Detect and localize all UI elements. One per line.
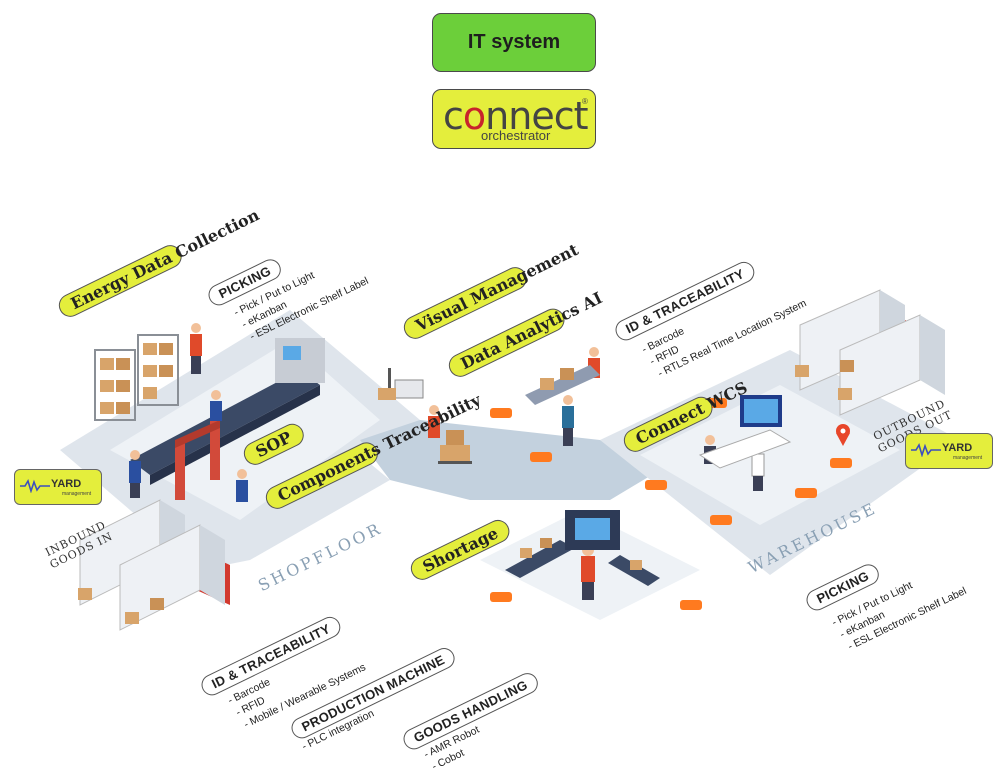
outbound-trucks bbox=[795, 289, 945, 416]
yard-text: YARD bbox=[942, 442, 973, 454]
warehouse-inner bbox=[640, 385, 900, 525]
connect-orchestrator-logo: connect ® orchestrator bbox=[432, 89, 596, 149]
yard-sub: management bbox=[953, 455, 983, 461]
connect-word: connect bbox=[443, 94, 588, 138]
it-system-label: IT system bbox=[467, 31, 561, 53]
workers bbox=[129, 323, 765, 600]
amr-robots bbox=[490, 398, 852, 610]
yard-management-logo-right: YARD management bbox=[905, 433, 993, 469]
yard-wave-icon bbox=[911, 443, 941, 457]
production-line bbox=[130, 338, 325, 500]
inbound-trucks bbox=[78, 499, 230, 631]
cart bbox=[438, 430, 472, 464]
yard-sub: management bbox=[62, 491, 92, 497]
storage-racks bbox=[94, 334, 179, 421]
wcs-screen bbox=[698, 395, 792, 469]
central-path bbox=[360, 420, 660, 500]
yard-wave-icon bbox=[20, 479, 50, 493]
it-system-box: IT system bbox=[432, 13, 596, 72]
connect-sub: orchestrator bbox=[481, 128, 551, 143]
yard-text: YARD bbox=[51, 478, 82, 490]
connect-reg: ® bbox=[582, 97, 588, 106]
goods-handling-line bbox=[505, 510, 660, 586]
conveyor-middle bbox=[525, 365, 600, 405]
yard-management-logo-left: YARD management bbox=[14, 469, 102, 505]
forklift bbox=[378, 368, 424, 400]
location-pin-icon bbox=[836, 424, 850, 446]
